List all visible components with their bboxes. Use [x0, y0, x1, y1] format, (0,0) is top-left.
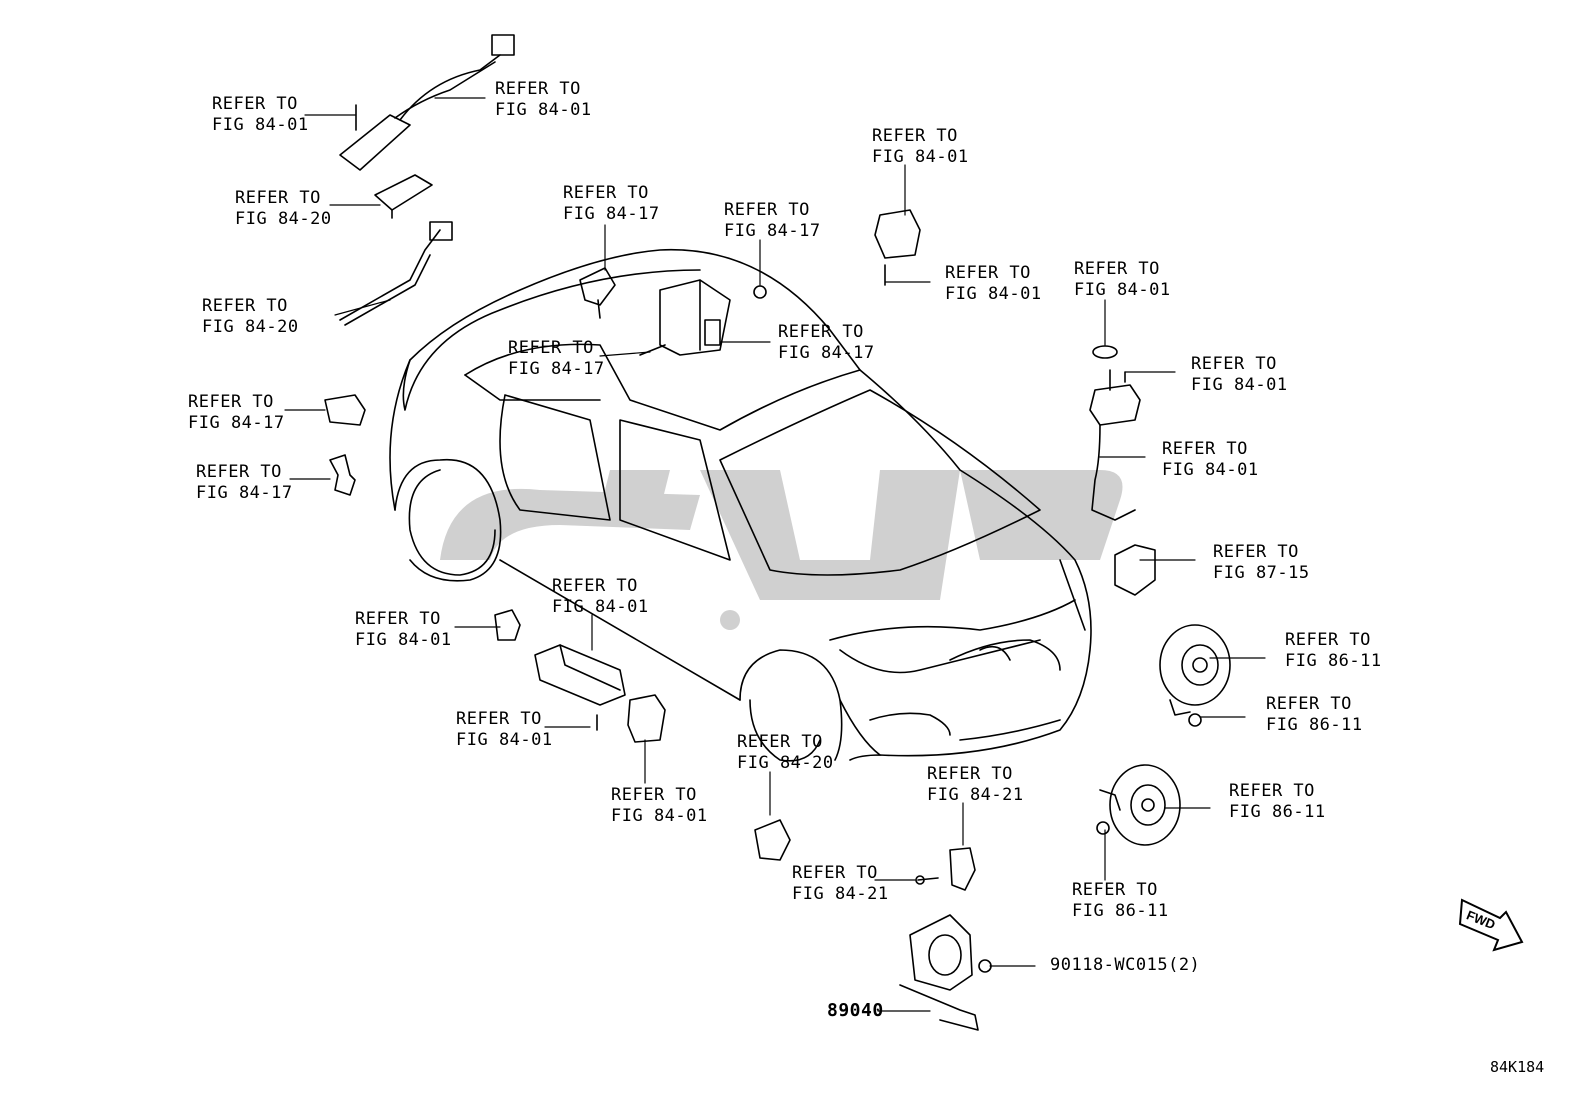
sensor-cable-part: [339, 34, 515, 171]
siren-89040-part: [899, 914, 979, 1031]
watermark-logo: [440, 470, 1123, 630]
sensor-module-part: [579, 267, 616, 319]
horn-bolt-part: [1188, 713, 1202, 727]
nut-part: [753, 285, 767, 299]
relay-part: [754, 819, 791, 861]
clip-part: [324, 394, 366, 426]
bracket-sensor-part: [1089, 369, 1141, 521]
washer-part: [1092, 345, 1118, 359]
sensor-bracket-part: [949, 847, 976, 891]
horn-high-part: [1159, 624, 1231, 716]
switch-part: [874, 209, 921, 286]
leader-lines: [284, 97, 1266, 1012]
switch-unit-part: [627, 694, 666, 743]
car-outline: [389, 248, 1092, 762]
diagram-code: 84K184: [1490, 1058, 1545, 1076]
window-switch-part: [534, 644, 626, 706]
connector-part: [1114, 544, 1156, 596]
fwd-arrow-icon: FWD: [1458, 898, 1524, 952]
ecu-module-part: [659, 279, 731, 356]
bracket-part: [329, 454, 356, 496]
part-number-main: 89040: [827, 1000, 884, 1021]
antenna-part: [374, 174, 433, 219]
probe-sensor-part: [339, 221, 453, 326]
bolt-small-part: [915, 875, 939, 885]
bolt-90118-part: [978, 959, 992, 973]
part-number-bolt: 90118-WC015(2): [1050, 955, 1201, 975]
screw-part: [639, 344, 666, 356]
small-sensor-part: [494, 609, 521, 641]
horn-bolt-low-part: [1096, 821, 1110, 835]
horn-low-part: [1099, 764, 1181, 846]
